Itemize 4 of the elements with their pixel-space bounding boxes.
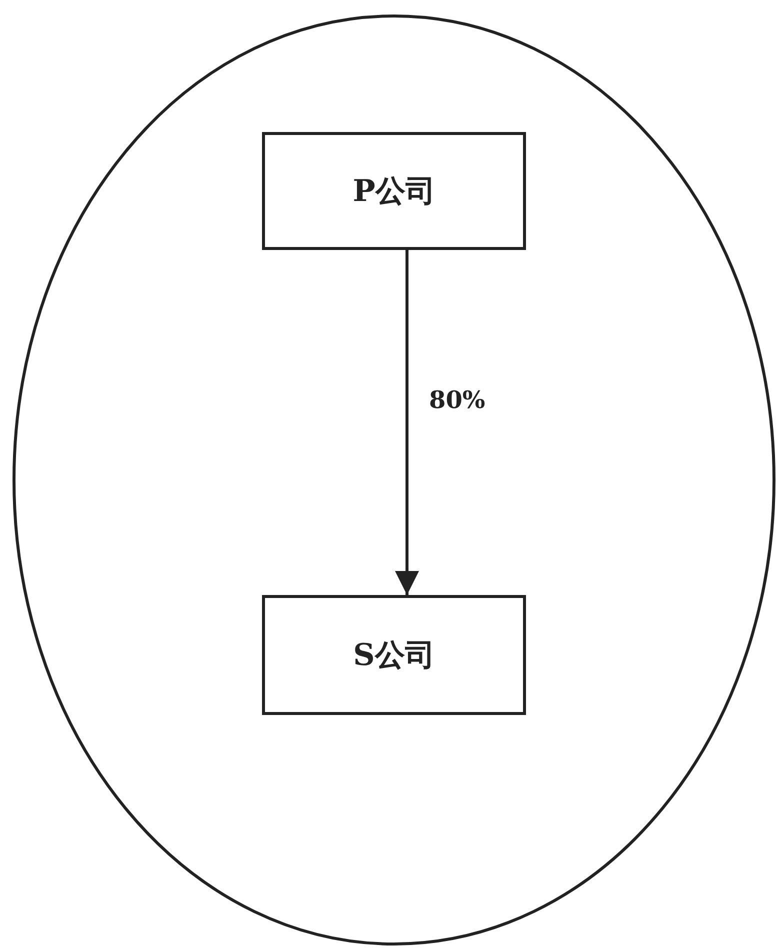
company-box: P公司: [262, 132, 526, 250]
arrow: [395, 250, 419, 595]
ellipse: [12, 14, 776, 946]
company-box: S公司: [262, 595, 526, 715]
